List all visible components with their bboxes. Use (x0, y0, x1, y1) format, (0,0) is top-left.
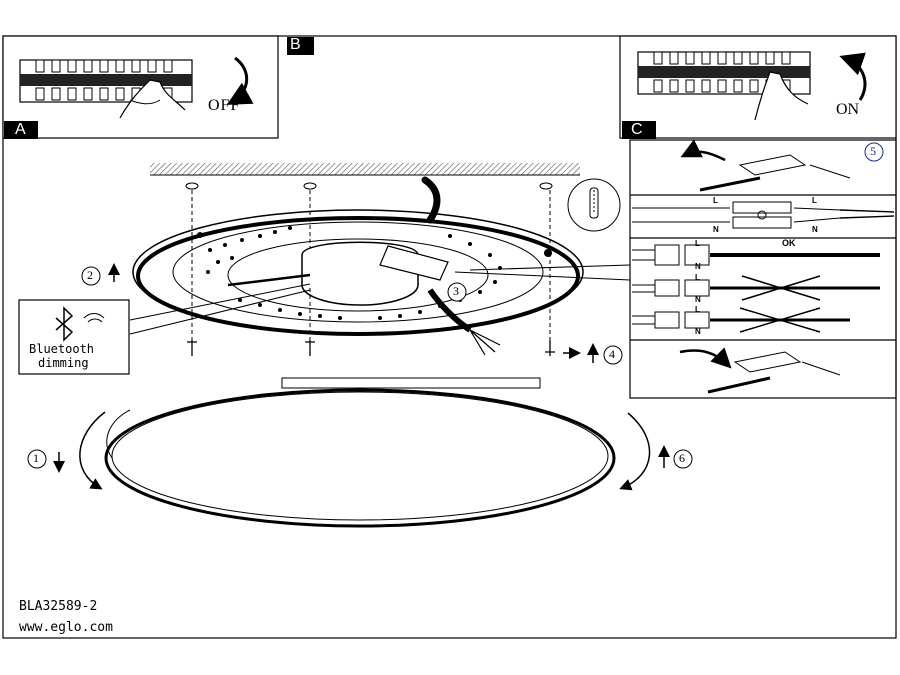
step-2-number: 2 (87, 268, 93, 282)
step-1-circle (27, 449, 47, 469)
panel-c-tag: C (631, 121, 643, 138)
step-3-number: 3 (453, 284, 459, 298)
ok-label: OK (782, 238, 796, 248)
base-plate (132, 176, 584, 356)
wire-top-n2: N (812, 225, 818, 234)
off-label: OFF (208, 97, 241, 114)
model-number: BLA32589-2 (19, 599, 98, 614)
panel-b-breaker-off (2, 35, 314, 139)
bluetooth-icon (55, 306, 74, 342)
diffuser-cover (104, 377, 616, 528)
bluetooth-label-line1: Bluetooth (29, 342, 95, 356)
wire-ok-n: N (695, 262, 701, 271)
step-6-number: 6 (679, 451, 685, 465)
callout-lines (129, 264, 631, 335)
step-5-number: 5 (870, 144, 876, 158)
panel-a-tag: A (15, 121, 26, 138)
bluetooth-box (18, 299, 130, 375)
rotation-arrows (53, 263, 670, 491)
step-2-circle (81, 266, 101, 286)
on-label: ON (836, 101, 860, 118)
wire-top-n: N (713, 225, 719, 234)
step-6-circle (673, 449, 693, 469)
panel-a-tag-bg (4, 121, 38, 139)
wire-x2-n: N (695, 327, 701, 336)
wire-x1-l: L (695, 273, 700, 282)
wire-top-l: L (713, 196, 718, 205)
wiring-diagrams (629, 139, 897, 399)
wire-top-l2: L (812, 196, 817, 205)
panel-c-breaker-on (619, 35, 897, 139)
ceiling-mount (150, 163, 621, 356)
step-4-number: 4 (609, 347, 615, 361)
step-5-circle (864, 142, 884, 162)
bluetooth-label-line2: dimming (38, 356, 89, 370)
wire-x1-n: N (695, 295, 701, 304)
step-3-circle (447, 282, 467, 302)
website-link[interactable]: www.eglo.com (19, 620, 113, 635)
step-1-number: 1 (33, 451, 39, 465)
panel-b-tag: B (290, 36, 301, 53)
step-4-circle (603, 345, 623, 365)
wire-x2-l: L (695, 305, 700, 314)
wire-ok-l: L (695, 239, 700, 248)
